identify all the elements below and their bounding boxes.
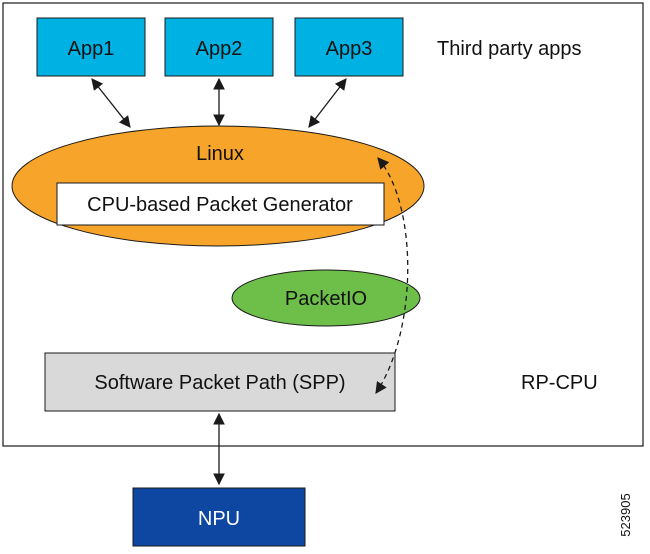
app1-linux-arrow: [91, 78, 131, 128]
app1-label: App1: [68, 38, 115, 60]
npu-box: [132, 487, 306, 547]
packetio-ellipse: [231, 269, 421, 327]
spp-node: Software Packet Path (SPP): [44, 352, 396, 412]
app2-box: [164, 17, 274, 77]
app3-box: [294, 17, 404, 77]
app1-box: [36, 17, 146, 77]
rp-cpu-label: RP-CPU: [521, 372, 598, 394]
app2-label: App2: [196, 38, 243, 60]
packetio-node: PacketIO: [231, 269, 421, 327]
figure-id: 523905: [618, 493, 633, 536]
packet-generator-box: [56, 182, 385, 226]
spp-box: [44, 352, 396, 412]
npu-label: NPU: [198, 508, 240, 530]
spp-label: Software Packet Path (SPP): [94, 372, 345, 394]
app1-node: App1: [36, 17, 146, 77]
app2-node: App2: [164, 17, 274, 77]
packet-generator-label: CPU-based Packet Generator: [87, 194, 353, 216]
app3-label: App3: [326, 38, 373, 60]
linux-spp-dashed-arrow: [375, 157, 409, 394]
npu-node: NPU: [132, 487, 306, 547]
third-party-apps-label: Third party apps: [437, 38, 582, 60]
packetio-label: PacketIO: [285, 288, 367, 310]
app3-linux-arrow: [308, 78, 347, 128]
linux-node: Linux CPU-based Packet Generator: [11, 125, 425, 247]
linux-label: Linux: [196, 143, 244, 165]
app3-node: App3: [294, 17, 404, 77]
